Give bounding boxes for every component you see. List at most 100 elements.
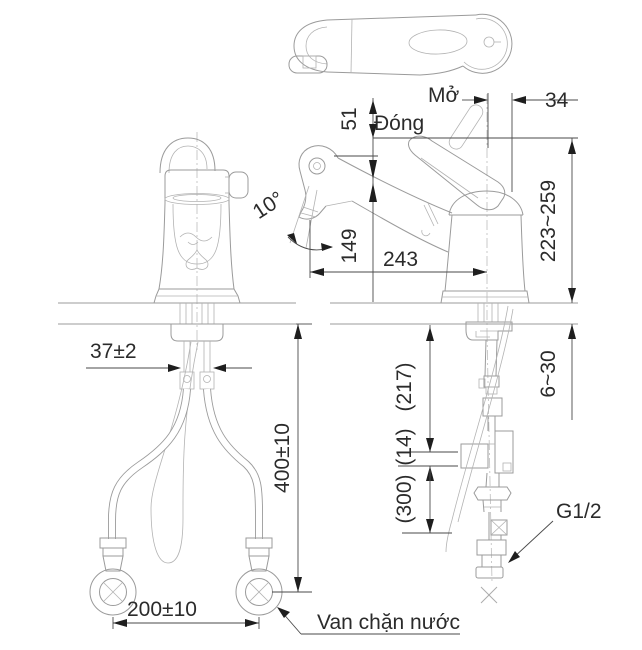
dim-ref-hose-drop: (300)	[393, 474, 416, 523]
dim-hose-end-spacing: 200±10	[127, 598, 197, 621]
front-seam-ellipse	[164, 193, 230, 205]
connector-cross	[249, 582, 269, 602]
hose-end-flange	[99, 537, 127, 549]
topview-right-cap	[462, 13, 513, 74]
spout-top-edge	[337, 157, 453, 214]
dim-swivel-angle: 10°	[249, 187, 288, 224]
arrowhead	[426, 438, 434, 452]
pipe-block	[482, 397, 503, 417]
arrowhead	[168, 364, 181, 372]
dimension-annotations: Mở 34 Đóng 51 223~259 6~30 10° 149	[86, 84, 602, 635]
pipe-line	[482, 499, 485, 513]
fitting-hole	[203, 375, 211, 383]
check-valve	[490, 519, 508, 536]
counter-right	[330, 302, 578, 325]
front-spray-logo	[185, 249, 209, 270]
front-side-knob	[228, 171, 249, 199]
arrowhead	[473, 268, 487, 276]
fitting-hole	[183, 375, 191, 383]
detail-line	[475, 331, 490, 338]
supply-hose-right-inner	[203, 388, 263, 539]
counter-left	[58, 302, 296, 325]
hose-connector-outer	[89, 568, 137, 616]
label-close: Đóng	[374, 112, 424, 135]
arrowhead	[113, 619, 127, 627]
arrowhead	[321, 243, 333, 251]
topview-spray-tab-inner	[302, 55, 317, 69]
arrowhead	[568, 324, 576, 339]
dim-spout-reach: 243	[383, 248, 418, 271]
arrowhead	[568, 140, 576, 154]
side-under-counter	[445, 303, 514, 579]
hose-end-flange	[245, 537, 273, 549]
thread-end-cap	[475, 566, 504, 579]
label-open: Mở	[428, 84, 459, 107]
dim-deck-thickness: 6~30	[537, 350, 560, 397]
check-valve-cross	[490, 519, 508, 536]
pullout-hose-side	[445, 305, 509, 553]
side-cap-dome	[448, 190, 524, 216]
top-view-handle	[288, 13, 513, 76]
front-head-block	[164, 169, 230, 203]
supply-pipe	[484, 339, 487, 377]
label-shutoff-valve: Van chặn nước	[317, 611, 460, 634]
divider-block	[494, 430, 514, 474]
spray-head-pivot	[308, 157, 326, 175]
supply-hose-right	[203, 388, 263, 539]
arrowhead	[508, 551, 520, 563]
dim-height-range: 223~259	[537, 180, 560, 262]
dim-inlet-spacing: 37±2	[90, 340, 137, 363]
arrowhead	[277, 607, 290, 618]
hose-end-nut	[102, 555, 124, 572]
dim-handle-lift: 51	[338, 107, 361, 130]
front-under-counter	[89, 303, 283, 616]
pipe-coupling-small	[485, 386, 498, 395]
detail-line	[325, 200, 353, 207]
arrowhead	[213, 364, 226, 372]
label-thread-size: G1/2	[556, 500, 602, 523]
supply-hose-left-inner	[108, 388, 191, 539]
arrowhead	[568, 288, 576, 302]
arrowhead	[426, 519, 434, 533]
handle-open-position	[448, 104, 484, 150]
arrowhead	[294, 577, 302, 592]
spout-bottom-edge	[351, 200, 449, 253]
side-centerline-lower	[486, 331, 493, 583]
arrowhead	[369, 183, 377, 202]
nozzle-line	[302, 206, 319, 213]
connector-cross	[103, 582, 123, 602]
spout-seam	[423, 204, 435, 227]
front-handle-arch-inner	[168, 145, 208, 174]
arrowhead	[369, 124, 377, 138]
arrowhead	[245, 619, 259, 627]
arrowhead	[512, 96, 526, 104]
arrowhead	[287, 233, 297, 244]
topview-bottom-edge	[326, 65, 464, 76]
hose-end-nut	[248, 555, 270, 572]
swivel-ray	[305, 189, 318, 249]
side-body-left	[444, 214, 453, 292]
front-wave-mark	[179, 232, 213, 242]
pipe-line	[485, 472, 488, 488]
front-handle-arch	[159, 137, 216, 174]
position-cross	[480, 586, 498, 604]
hose-end-collar	[248, 547, 270, 557]
front-wave-mark-small	[187, 241, 199, 245]
hex-fitting	[473, 486, 512, 501]
spout-notch	[421, 229, 431, 237]
leader-line	[511, 520, 554, 560]
topview-left-cap-inner	[305, 26, 328, 65]
hose-end-collar	[102, 547, 124, 557]
topview-seam	[350, 18, 353, 74]
dim-handle-travel: 34	[545, 89, 569, 112]
divider-detail	[502, 462, 512, 472]
front-seam-ellipse-inner	[172, 194, 222, 202]
front-sleeve	[172, 203, 222, 265]
arrowhead	[369, 100, 377, 114]
dim-spout-height: 149	[338, 228, 361, 263]
topview-right-cap-inner	[463, 17, 508, 70]
arrowhead	[369, 160, 377, 179]
arrowhead	[294, 324, 302, 339]
